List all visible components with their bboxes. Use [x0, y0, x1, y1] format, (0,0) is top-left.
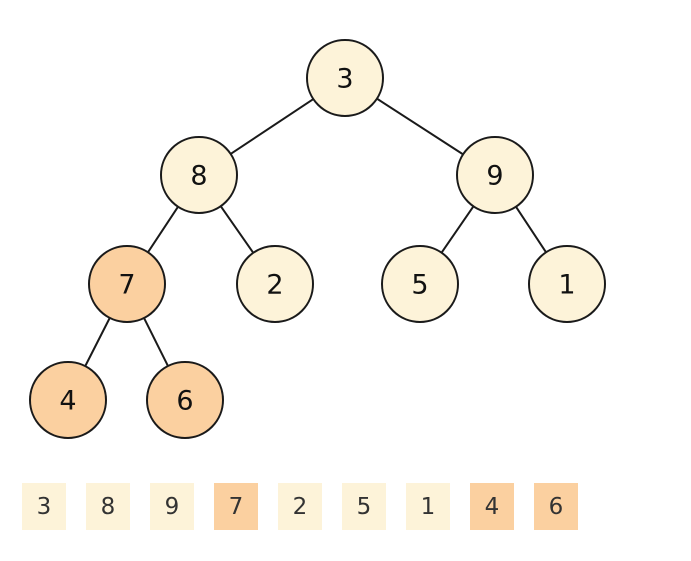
tree-edge — [146, 205, 180, 254]
tree-edge — [219, 205, 255, 254]
tree-edge — [514, 205, 548, 254]
node-circle — [528, 245, 606, 323]
tree-nodes-group: 3 8 9 7 2 5 1 4 6 — [29, 39, 606, 439]
array-cell-2[interactable]: 2 — [278, 483, 322, 530]
tree-node-9[interactable]: 9 — [456, 136, 534, 214]
binary-tree-diagram: 3 8 9 7 2 5 1 4 6 — [29, 39, 606, 439]
array-cell-label: 5 — [356, 493, 372, 520]
array-cell-label: 4 — [484, 493, 500, 520]
node-circle — [456, 136, 534, 214]
traversal-array: 3 8 9 7 2 5 1 4 6 — [22, 483, 578, 530]
tree-node-1[interactable]: 1 — [528, 245, 606, 323]
node-label: 8 — [190, 161, 207, 192]
tree-edge — [84, 316, 111, 368]
array-cell-3[interactable]: 3 — [22, 483, 66, 530]
array-cell-label: 8 — [100, 493, 116, 520]
tree-edge — [229, 98, 315, 155]
node-label: 1 — [558, 270, 575, 301]
array-cell-4[interactable]: 4 — [470, 483, 514, 530]
node-label: 2 — [266, 270, 283, 301]
array-cell-9[interactable]: 9 — [150, 483, 194, 530]
array-cell-label: 2 — [292, 493, 308, 520]
node-label: 9 — [486, 161, 503, 192]
tree-node-6[interactable]: 6 — [146, 361, 224, 439]
node-label: 6 — [176, 386, 193, 417]
tree-node-2[interactable]: 2 — [236, 245, 314, 323]
node-circle — [306, 39, 384, 117]
array-cell-7[interactable]: 7 — [214, 483, 258, 530]
tree-edge — [142, 316, 170, 368]
node-label: 5 — [411, 270, 428, 301]
array-cell-1[interactable]: 1 — [406, 483, 450, 530]
array-cell-8[interactable]: 8 — [86, 483, 130, 530]
node-circle — [236, 245, 314, 323]
node-circle — [88, 245, 166, 323]
tree-node-8[interactable]: 8 — [160, 136, 238, 214]
tree-edge — [375, 97, 465, 156]
node-circle — [29, 361, 107, 439]
array-cell-label: 1 — [420, 493, 436, 520]
array-cell-label: 3 — [36, 493, 52, 520]
tree-edge — [440, 205, 475, 254]
node-circle — [146, 361, 224, 439]
tree-node-7[interactable]: 7 — [88, 245, 166, 323]
array-cell-6[interactable]: 6 — [534, 483, 578, 530]
array-cell-5[interactable]: 5 — [342, 483, 386, 530]
tree-edges-group — [84, 97, 548, 368]
node-circle — [381, 245, 459, 323]
array-cell-label: 7 — [228, 493, 244, 520]
node-label: 3 — [336, 64, 353, 95]
tree-node-5[interactable]: 5 — [381, 245, 459, 323]
array-cell-label: 6 — [548, 493, 564, 520]
tree-node-4[interactable]: 4 — [29, 361, 107, 439]
array-cell-label: 9 — [164, 493, 180, 520]
node-label: 7 — [118, 270, 135, 301]
node-label: 4 — [59, 386, 76, 417]
node-circle — [160, 136, 238, 214]
tree-node-3[interactable]: 3 — [306, 39, 384, 117]
